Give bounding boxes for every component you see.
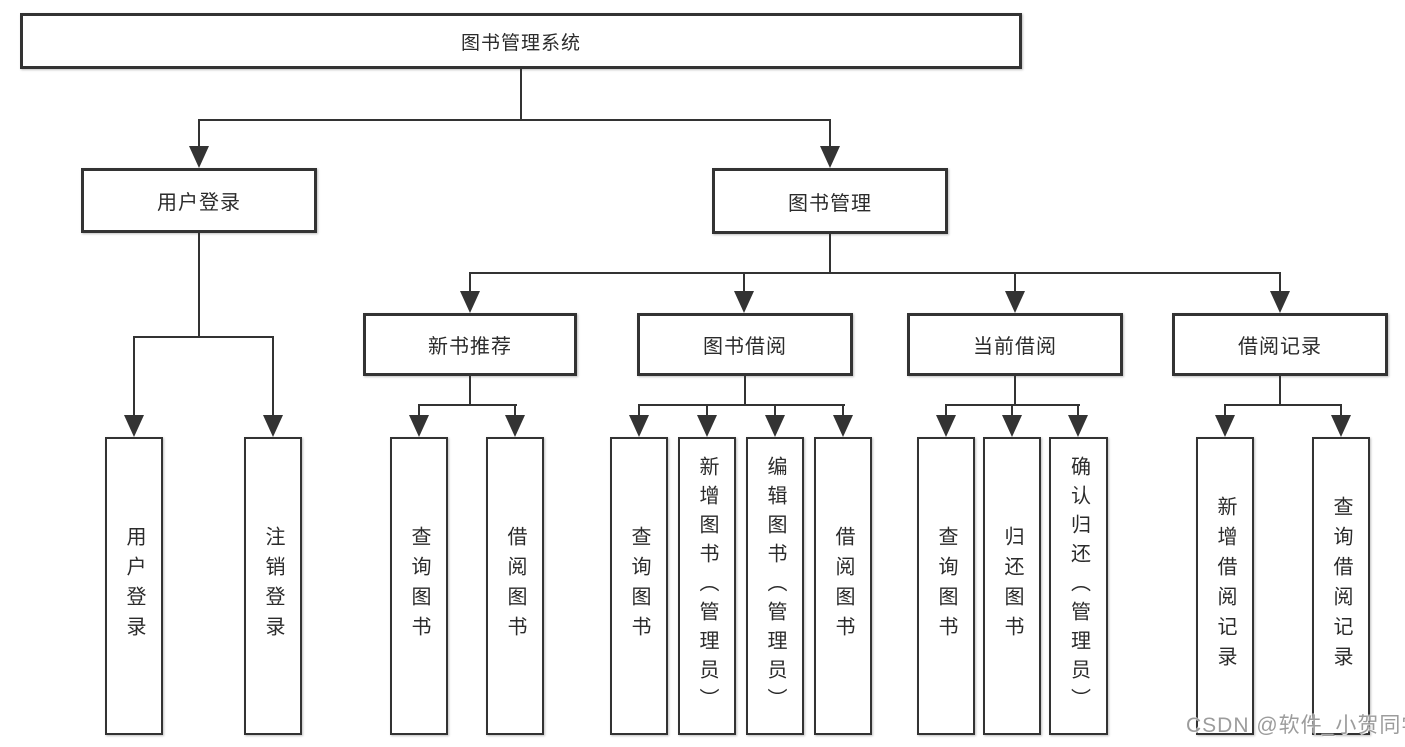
connector-line [945, 404, 947, 417]
connector-line [514, 404, 516, 417]
arrowhead-down-icon [734, 291, 754, 313]
arrowhead-down-icon [936, 415, 956, 437]
connector-line [469, 376, 471, 406]
leaf-label: 确认归还（管理员） [1067, 455, 1090, 717]
connector-line [842, 404, 844, 417]
arrowhead-down-icon [1068, 415, 1088, 437]
connector-line [1224, 404, 1342, 406]
leaf-query-books-recommend: 查询图书 [390, 437, 448, 735]
arrowhead-down-icon [1270, 291, 1290, 313]
node-user-login-label: 用户登录 [157, 192, 241, 214]
leaf-label: 查询图书 [408, 526, 430, 646]
connector-line [1279, 272, 1281, 293]
connector-line [1224, 404, 1226, 417]
connector-line [133, 336, 135, 417]
node-current-borrowing-label: 当前借阅 [973, 336, 1057, 358]
connector-line [469, 272, 471, 293]
arrowhead-down-icon [505, 415, 525, 437]
leaf-user-login-label: 用户登录 [123, 526, 145, 646]
connector-line [774, 404, 776, 417]
leaf-label: 新增图书（管理员） [696, 455, 718, 717]
connector-line [743, 272, 745, 293]
connector-line [1011, 404, 1013, 417]
node-book-borrowing-label: 图书借阅 [703, 336, 787, 358]
node-book-management: 图书管理 [712, 168, 948, 234]
leaf-query-books-borrowing: 查询图书 [610, 437, 668, 735]
leaf-query-books-current: 查询图书 [917, 437, 975, 735]
connector-line [198, 119, 831, 121]
arrowhead-down-icon [697, 415, 717, 437]
node-book-management-label: 图书管理 [788, 192, 872, 215]
connector-line [133, 336, 274, 338]
node-borrowing-records: 借阅记录 [1172, 313, 1388, 376]
arrowhead-down-icon [1215, 415, 1235, 437]
leaf-add-borrow-record: 新增借阅记录 [1196, 437, 1254, 735]
node-borrowing-records-label: 借阅记录 [1238, 336, 1322, 358]
arrowhead-down-icon [263, 415, 283, 437]
connector-line [638, 404, 640, 417]
connector-line [1014, 272, 1016, 293]
connector-line [706, 404, 708, 417]
connector-line [829, 119, 831, 150]
connector-line [829, 234, 831, 273]
connector-line [638, 404, 845, 406]
leaf-label: 查询借阅记录 [1330, 496, 1352, 676]
arrowhead-down-icon [189, 146, 209, 168]
arrowhead-down-icon [1005, 291, 1025, 313]
node-book-borrowing: 图书借阅 [637, 313, 853, 376]
connector-line [1014, 376, 1016, 406]
csdn-watermark: CSDN @软件_小贺同学 [1186, 714, 1405, 737]
leaf-return-books: 归还图书 [983, 437, 1041, 735]
node-current-borrowing: 当前借阅 [907, 313, 1123, 376]
node-user-login: 用户登录 [81, 168, 317, 233]
connector-line [198, 119, 200, 150]
leaf-label: 编辑图书（管理员） [764, 455, 786, 717]
arrowhead-down-icon [765, 415, 785, 437]
leaf-add-books-admin: 新增图书（管理员） [678, 437, 736, 735]
leaf-borrow-books-recommend: 借阅图书 [486, 437, 544, 735]
leaf-confirm-return-admin: 确认归还（管理员） [1049, 437, 1108, 735]
node-new-book-recommendation-label: 新书推荐 [428, 336, 512, 358]
leaf-label: 借阅图书 [504, 526, 526, 646]
connector-line [469, 272, 1281, 274]
leaf-logout-label: 注销登录 [262, 526, 284, 646]
leaf-user-login: 用户登录 [105, 437, 163, 735]
leaf-label: 查询图书 [935, 526, 957, 646]
connector-line [272, 336, 274, 417]
connector-line [744, 376, 746, 406]
arrowhead-down-icon [833, 415, 853, 437]
connector-line [418, 404, 420, 417]
leaf-label: 查询图书 [628, 526, 650, 646]
connector-line [520, 69, 522, 120]
leaf-label: 归还图书 [1001, 526, 1023, 646]
connector-line [418, 404, 517, 406]
leaf-edit-books-admin: 编辑图书（管理员） [746, 437, 804, 735]
leaf-label: 借阅图书 [832, 526, 854, 646]
arrowhead-down-icon [460, 291, 480, 313]
node-new-book-recommendation: 新书推荐 [363, 313, 577, 376]
arrowhead-down-icon [1002, 415, 1022, 437]
arrowhead-down-icon [820, 146, 840, 168]
connector-line [1279, 376, 1281, 406]
leaf-borrow-books-borrowing: 借阅图书 [814, 437, 872, 735]
node-library-system-label: 图书管理系统 [460, 32, 581, 54]
node-library-system: 图书管理系统 [20, 13, 1022, 69]
connector-line [1077, 404, 1079, 417]
leaf-label: 新增借阅记录 [1214, 496, 1236, 676]
arrowhead-down-icon [124, 415, 144, 437]
arrowhead-down-icon [409, 415, 429, 437]
connector-line [198, 233, 200, 337]
arrowhead-down-icon [1331, 415, 1351, 437]
arrowhead-down-icon [629, 415, 649, 437]
leaf-logout: 注销登录 [244, 437, 302, 735]
leaf-query-borrow-record: 查询借阅记录 [1312, 437, 1370, 735]
connector-line [1340, 404, 1342, 417]
